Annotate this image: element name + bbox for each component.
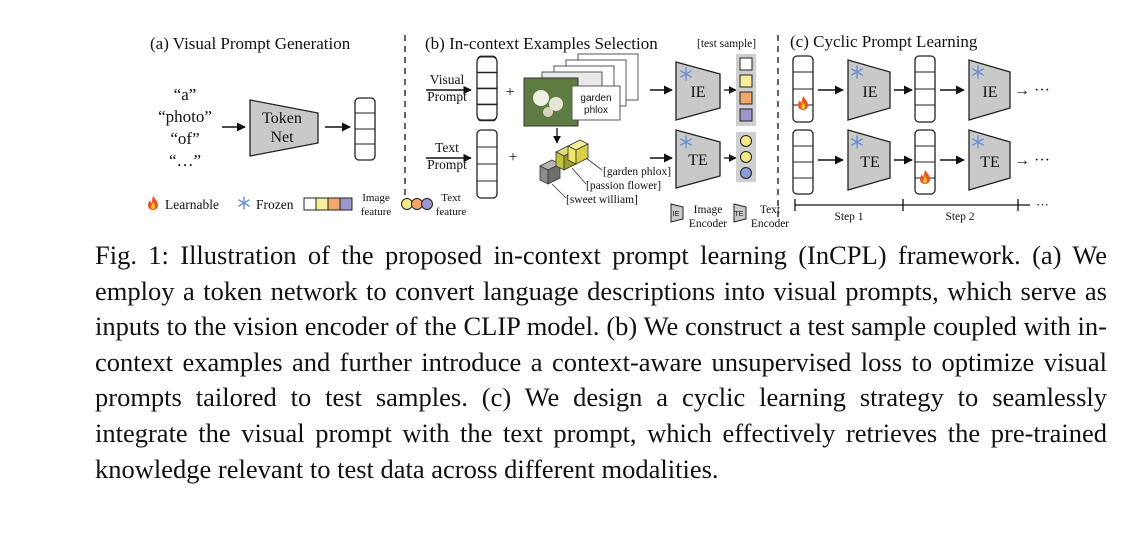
legend-text-feature-1: Text	[441, 192, 460, 204]
text-prompt-stack-b	[476, 129, 498, 199]
te-label-c1: TE	[860, 154, 880, 171]
label-passion-flower: [passion flower]	[586, 180, 661, 192]
garden-phlox-card	[571, 85, 621, 121]
visual-prompt-label-1: Visual	[430, 72, 465, 87]
text-prompt-label-1: Text	[435, 140, 459, 155]
token-net-label-2: Net	[270, 129, 294, 146]
panel-c: (c) Cyclic Prompt Learning IE IE → ···	[790, 32, 1050, 223]
word-a: “a”	[174, 85, 197, 104]
legend-ie-icon	[670, 203, 684, 223]
figure-1-diagram: (a) Visual Prompt Generation “a” “photo”…	[148, 32, 1050, 230]
text-prompt-label-2: Prompt	[427, 157, 467, 172]
legend-image-encoder-2: Encoder	[689, 218, 727, 230]
figure-caption: Fig. 1: Illustration of the proposed in-…	[95, 238, 1107, 487]
plus-visual: +	[505, 84, 514, 101]
legend-frozen: Frozen	[256, 197, 294, 212]
legend-image-feature-1: Image	[362, 192, 390, 204]
ie-label-c2: IE	[982, 84, 997, 101]
feat-orange	[739, 91, 753, 105]
label-sweet-william: [sweet william]	[566, 194, 638, 206]
te-label-b: TE	[688, 152, 708, 169]
text-feat-yellow-2	[740, 151, 752, 163]
class-cubes	[539, 139, 589, 185]
visual-prompt-stack-a	[354, 97, 376, 161]
legend-text-feature-2: feature	[436, 206, 467, 218]
legend-image-encoder-1: Image	[694, 204, 723, 216]
token-net-trapezoid	[249, 99, 319, 157]
caption-label: Fig. 1:	[95, 240, 169, 270]
visual-prompt-label-2: Prompt	[427, 89, 467, 104]
legend-text-feature-swatch	[401, 198, 433, 210]
caption-text: Illustration of the proposed in-context …	[95, 240, 1107, 484]
ie-label-b: IE	[690, 84, 705, 101]
token-net-label-1: Token	[262, 110, 302, 127]
panel-b: (b) In-context Examples Selection [test …	[425, 34, 756, 206]
step-axis-ellipsis: ···	[1036, 197, 1049, 212]
legend-flame-icon	[148, 196, 158, 210]
panel-c-title: (c) Cyclic Prompt Learning	[790, 32, 978, 51]
panel-b-title: (b) In-context Examples Selection	[425, 34, 658, 53]
word-dots: “…”	[169, 151, 201, 170]
step2-text-stack	[914, 129, 936, 195]
image-encoder-b	[675, 61, 721, 121]
step1-text-stack	[792, 129, 814, 195]
te-label-c2: TE	[980, 154, 1000, 171]
visual-prompt-stack-b	[476, 55, 498, 122]
legend-ie-abbr: IE	[673, 211, 680, 218]
panel-a: (a) Visual Prompt Generation “a” “photo”…	[150, 34, 376, 170]
text-encoder-c1	[847, 129, 891, 191]
test-sample-label: [test sample]	[697, 38, 756, 50]
legend-learnable: Learnable	[165, 197, 219, 212]
label-garden-phlox: [garden phlox]	[603, 166, 671, 178]
text-feat-blue	[740, 167, 752, 179]
word-photo: “photo”	[158, 107, 212, 126]
step-2-label: Step 2	[945, 211, 974, 223]
in-context-images: garden phlox	[523, 53, 639, 127]
legend-image-feature-swatch	[303, 197, 353, 211]
garden-card-text-2: phlox	[584, 105, 608, 116]
step-1-label: Step 1	[834, 211, 863, 223]
step1-visual-stack	[792, 55, 814, 123]
step2-visual-stack	[914, 55, 936, 123]
image-encoder-c2	[968, 59, 1011, 121]
plus-text: +	[508, 149, 517, 166]
legend: Learnable Frozen Image feature Text feat…	[148, 192, 789, 230]
image-encoder-c1	[847, 59, 891, 121]
feat-yellow	[739, 74, 753, 88]
ie-label-c1: IE	[862, 84, 877, 101]
legend-text-encoder-2: Encoder	[751, 218, 789, 230]
garden-card-text-1: garden	[580, 93, 611, 104]
panel-a-title: (a) Visual Prompt Generation	[150, 34, 351, 53]
legend-image-feature-2: feature	[361, 206, 392, 218]
legend-text-encoder-1: Text	[760, 204, 781, 216]
legend-snowflake-icon	[238, 196, 250, 210]
legend-te-icon	[733, 203, 747, 223]
text-encoder-c2	[968, 129, 1011, 191]
image-features-panel	[736, 54, 756, 126]
feat-white	[739, 57, 753, 71]
word-of: “of”	[170, 129, 199, 148]
text-feat-yellow-1	[740, 135, 752, 147]
ellipsis-text: → ···	[1014, 152, 1050, 169]
leader-sweet	[551, 183, 567, 199]
feat-purple	[739, 108, 753, 122]
legend-te-abbr: TE	[735, 211, 744, 218]
ellipsis-visual: → ···	[1014, 82, 1050, 99]
leader-garden	[585, 157, 603, 171]
leader-passion	[571, 167, 587, 185]
text-encoder-b	[675, 129, 721, 189]
